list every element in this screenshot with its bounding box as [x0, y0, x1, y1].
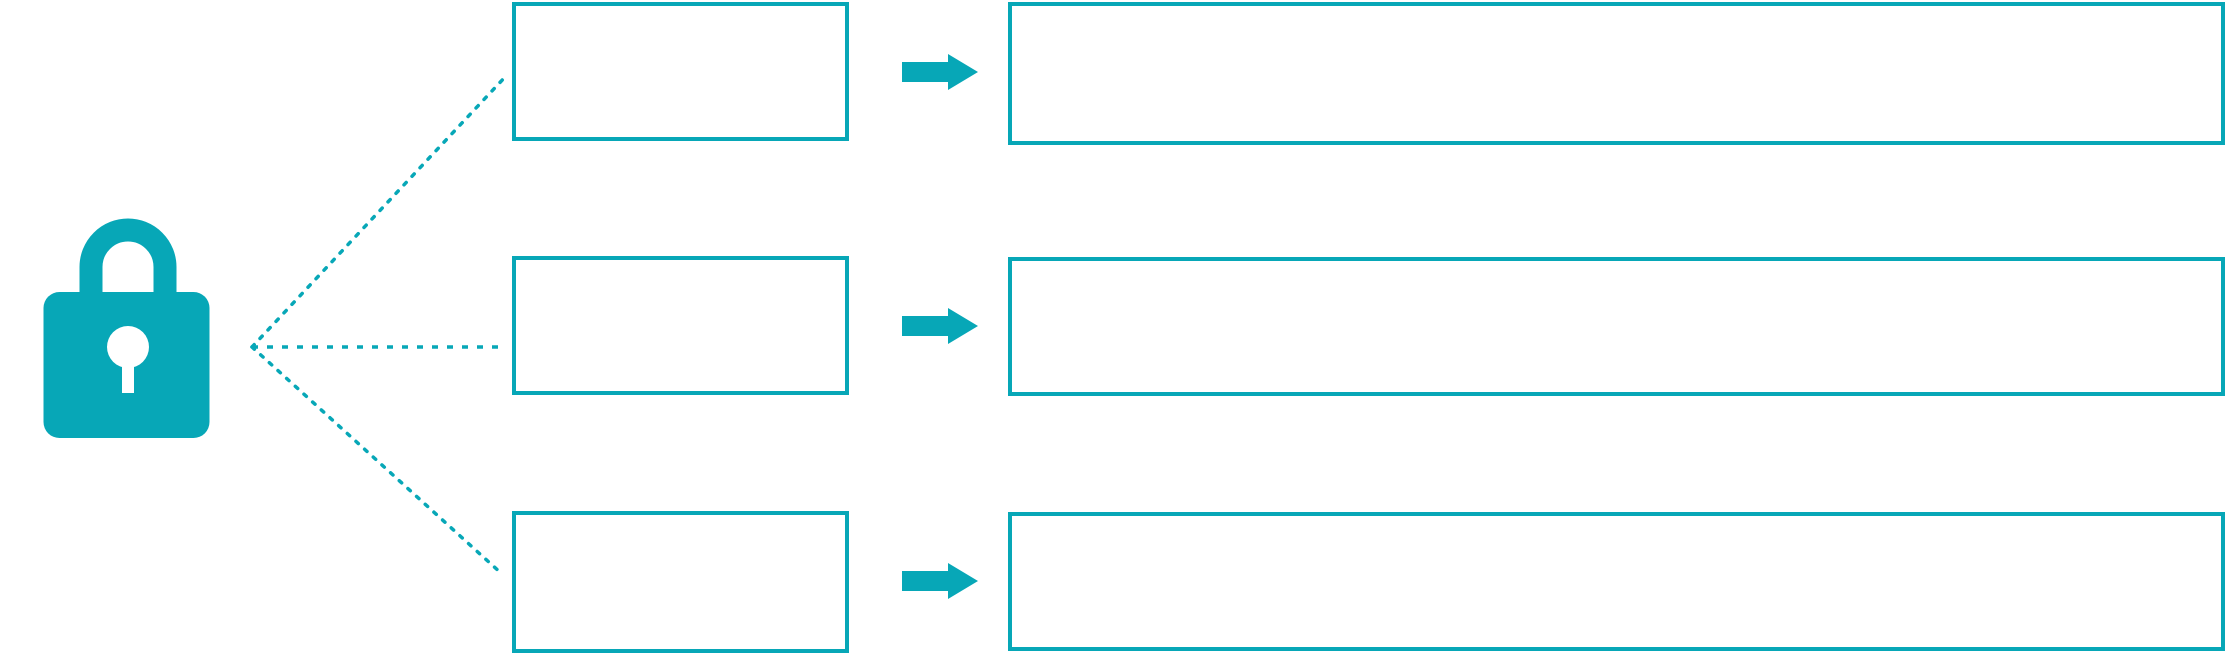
lock-shackle [79, 218, 177, 313]
right-arrow-shape [902, 308, 978, 344]
source-box [512, 256, 849, 395]
right-arrow-svg [902, 563, 978, 599]
right-arrow-shape [902, 54, 978, 90]
diagram-row [0, 256, 2229, 399]
diagram-row [0, 511, 2229, 654]
target-box [1008, 257, 2225, 396]
right-arrow-icon [902, 54, 978, 90]
lock-keyhole-stem [122, 347, 134, 393]
right-arrow-icon [902, 563, 978, 599]
source-box [512, 511, 849, 653]
source-box [512, 2, 849, 141]
lock-icon [43, 218, 210, 440]
right-arrow-svg [902, 308, 978, 344]
target-box [1008, 512, 2225, 651]
diagram-row [0, 2, 2229, 145]
lock-icon-svg [43, 218, 210, 438]
right-arrow-icon [902, 308, 978, 344]
right-arrow-shape [902, 563, 978, 599]
target-box [1008, 2, 2225, 145]
right-arrow-svg [902, 54, 978, 90]
